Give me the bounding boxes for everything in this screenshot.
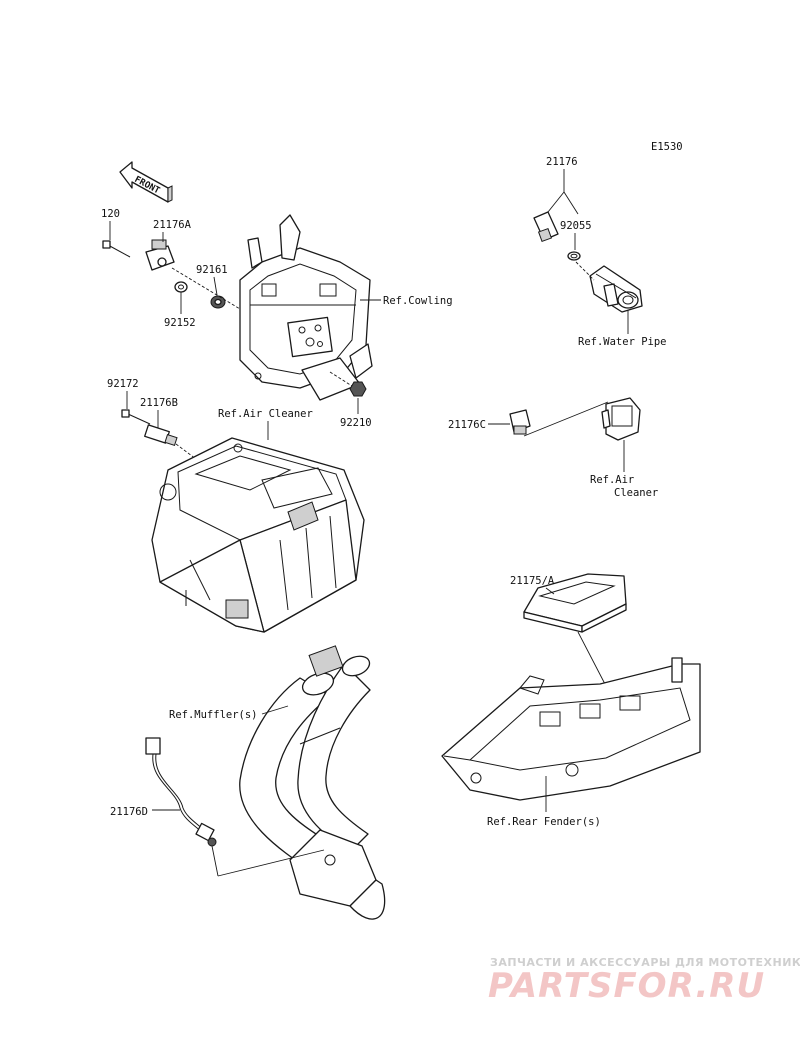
ref-air-cleaner-right-line1: Ref.Air (590, 474, 634, 486)
ref-water-pipe: Ref.Water Pipe (578, 336, 667, 348)
part-label-21175a: 21175/A (510, 575, 555, 587)
rear-fender-bracket (441, 657, 701, 801)
water-pipe-fitting (589, 265, 643, 313)
part-label-21176b: 21176B (140, 397, 178, 409)
part-label-21176a: 21176A (153, 219, 192, 231)
ecu-21175a-icon (523, 573, 627, 633)
part-label-92055: 92055 (560, 220, 592, 232)
washer-92152-icon (174, 281, 188, 293)
part-label-21176: 21176 (546, 156, 578, 168)
sensor-21176d-icon (145, 737, 217, 847)
front-arrow-icon: FRONT (119, 161, 173, 203)
ref-air-cleaner-top: Ref.Air Cleaner (218, 408, 313, 420)
nut-92210-icon (349, 381, 367, 397)
ref-mufflers: Ref.Muffler(s) (169, 709, 258, 721)
part-label-92152: 92152 (164, 317, 196, 329)
sensor-21176-icon (533, 211, 559, 243)
ref-cowling: Ref.Cowling (383, 295, 453, 307)
part-label-92172: 92172 (107, 378, 139, 390)
sensor-21176b-icon (144, 424, 178, 446)
part-label-92210: 92210 (340, 417, 372, 429)
part-label-92161: 92161 (196, 264, 228, 276)
air-cleaner-connector (601, 397, 641, 441)
grommet-92161-icon (210, 295, 226, 309)
watermark-brand: PARTSFOR.RU (488, 966, 766, 1006)
oring-92055-icon (567, 251, 581, 261)
watermark-subtitle: ЗАПЧАСТИ И АКСЕССУАРЫ ДЛЯ МОТОТЕХНИКИ (490, 956, 800, 969)
screw-92172-icon (121, 409, 151, 425)
diagram-code: E1530 (651, 141, 683, 153)
part-label-21176d: 21176D (110, 806, 148, 818)
exhaust-pipes (239, 645, 386, 920)
cowling-bracket-frame (239, 214, 373, 401)
air-cleaner-box (151, 437, 365, 633)
ref-rear-fender: Ref.Rear Fender(s) (487, 816, 601, 828)
part-label-120: 120 (101, 208, 120, 220)
part-label-21176c: 21176C (448, 419, 486, 431)
ref-air-cleaner-right-line2: Cleaner (614, 487, 658, 499)
bolt-120-icon (102, 240, 131, 258)
sensor-21176c-icon (509, 409, 531, 435)
sensor-21176a-icon (145, 239, 175, 271)
